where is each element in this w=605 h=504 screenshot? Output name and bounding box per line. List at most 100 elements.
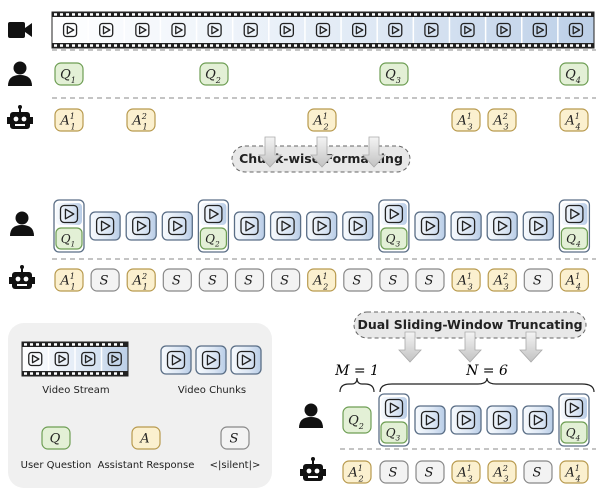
- sprocket-hole: [384, 13, 387, 16]
- timeline-question-token: Q3: [379, 62, 409, 86]
- token-box: [198, 268, 228, 292]
- play-frame-icon: [424, 22, 439, 38]
- sprocket-hole: [474, 44, 477, 47]
- sprocket-hole: [426, 44, 429, 47]
- robot-head: [12, 272, 32, 289]
- robot-eye: [21, 116, 27, 122]
- sprocket-hole: [288, 44, 291, 47]
- sprocket-hole: [198, 44, 201, 47]
- chunk-with-question: Q1: [53, 199, 85, 253]
- token-label: S: [244, 274, 253, 289]
- play-frame-icon: [492, 410, 512, 430]
- play-frame-icon: [420, 216, 440, 236]
- play-triangle-icon: [572, 25, 581, 35]
- robot-icon: [300, 457, 326, 481]
- sprocket-hole: [78, 343, 81, 346]
- play-frame-icon: [348, 216, 367, 236]
- sprocket-hole: [450, 44, 453, 47]
- play-triangle-icon: [111, 354, 120, 364]
- sprocket-hole: [30, 372, 33, 375]
- chunk-with-question: Q3: [378, 393, 410, 447]
- question-token-box: [55, 227, 83, 250]
- robot-mouth: [308, 476, 318, 478]
- response-silent-token: S: [523, 460, 553, 484]
- play-frame-icon: [135, 22, 150, 38]
- sprocket-hole: [120, 343, 123, 346]
- token-box: [234, 268, 265, 292]
- sprocket-hole: [174, 44, 177, 47]
- play-frame-icon: [240, 216, 259, 236]
- sprocket-hole: [66, 44, 69, 47]
- question-token-box: [380, 421, 408, 444]
- sprocket-hole: [192, 13, 195, 16]
- token-box: [342, 460, 372, 484]
- sprocket-hole: [42, 343, 45, 346]
- sprocket-hole: [108, 44, 111, 47]
- sprocket-hole: [498, 44, 501, 47]
- sprocket-hole: [390, 13, 393, 16]
- sprocket-hole: [498, 13, 501, 16]
- sprocket-hole: [66, 13, 69, 16]
- chunk-frame: [200, 203, 227, 225]
- video-chunk: [89, 211, 121, 241]
- sprocket-hole: [522, 13, 525, 16]
- video-chunk: [522, 211, 554, 241]
- step-label: Dual Sliding-Window Truncating: [357, 317, 582, 332]
- chunk-box: [306, 211, 338, 241]
- sprocket-hole: [102, 13, 105, 16]
- sprocket-hole: [204, 44, 207, 47]
- sprocket-hole: [342, 44, 345, 47]
- question-token-box: [380, 227, 408, 250]
- user-head: [15, 211, 29, 225]
- sprocket-hole: [390, 44, 393, 47]
- play-triangle-icon: [175, 25, 183, 35]
- sprocket-hole: [84, 372, 87, 375]
- sprocket-hole: [588, 44, 591, 47]
- robot-antenna-tip: [311, 457, 315, 461]
- sprocket-hole: [36, 372, 39, 375]
- sprocket-hole: [210, 44, 213, 47]
- sprocket-hole: [138, 13, 141, 16]
- robot-eye: [13, 116, 19, 122]
- sprocket-hole: [90, 343, 93, 346]
- sprocket-hole: [90, 372, 93, 375]
- sprocket-hole: [102, 44, 105, 47]
- sprocket-hole: [360, 44, 363, 47]
- sprocket-hole: [150, 13, 153, 16]
- sprocket-hole: [444, 44, 447, 47]
- play-triangle-icon: [66, 25, 75, 35]
- sprocket-hole: [54, 343, 57, 346]
- token-label: S: [352, 274, 361, 289]
- token-box: [451, 108, 481, 132]
- sprocket-hole: [366, 44, 369, 47]
- user-head: [304, 403, 318, 417]
- play-triangle-icon: [317, 220, 328, 232]
- token-box: [199, 62, 229, 86]
- token-box: [559, 62, 589, 86]
- robot-eye: [23, 276, 29, 282]
- play-triangle-icon: [461, 414, 472, 426]
- arrow-shape: [458, 331, 482, 363]
- sprocket-hole: [582, 44, 585, 47]
- play-triangle-icon: [209, 208, 219, 220]
- sprocket-hole: [144, 44, 147, 47]
- token-label: S: [230, 432, 239, 447]
- sprocket-hole: [510, 44, 513, 47]
- chunk-box: [414, 405, 446, 435]
- legend-question-token: Q: [41, 426, 71, 450]
- sprocket-hole: [558, 13, 561, 16]
- sprocket-hole: [66, 343, 69, 346]
- sprocket-hole: [432, 13, 435, 16]
- sprocket-hole: [462, 13, 465, 16]
- response-silent-token: S: [343, 268, 373, 292]
- play-frame-icon: [207, 22, 222, 38]
- dual-sliding-window-step: Dual Sliding-Window Truncating: [353, 311, 587, 339]
- sprocket-hole: [162, 13, 165, 16]
